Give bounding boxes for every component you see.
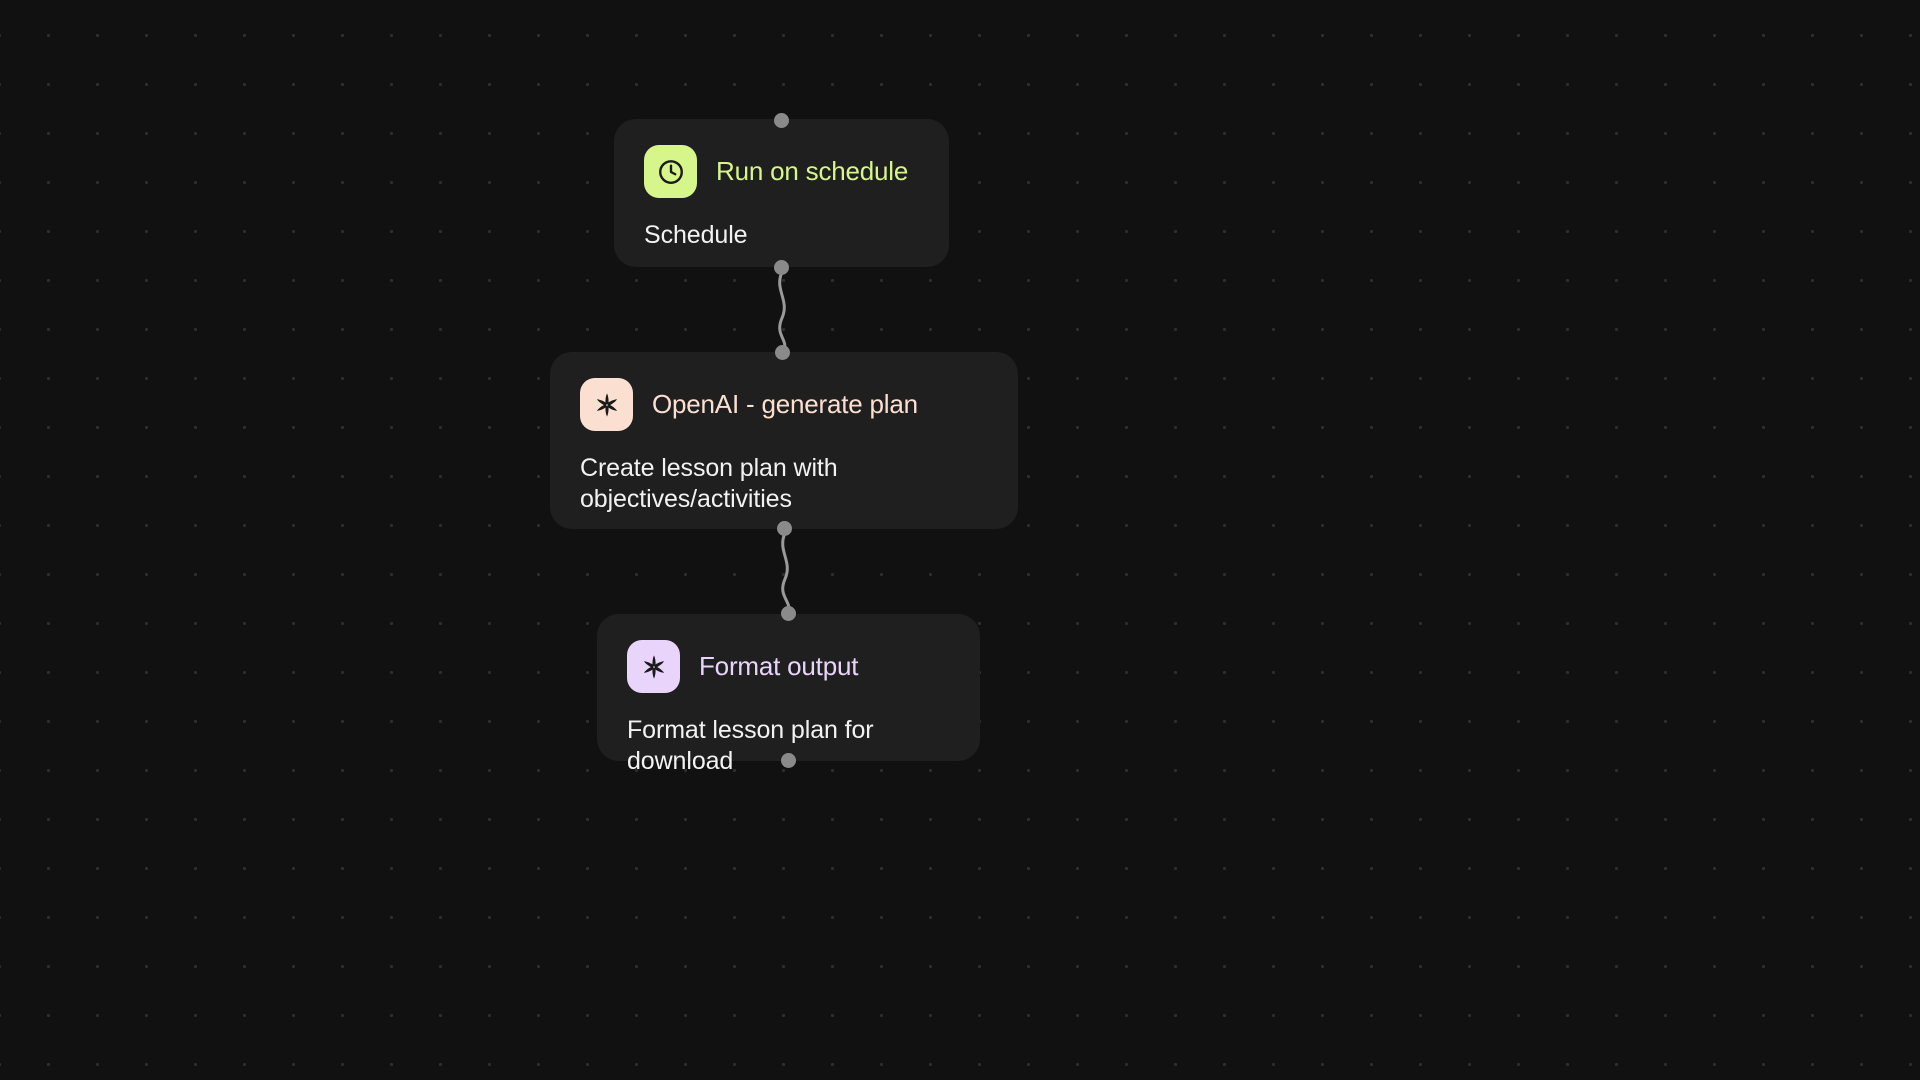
node-title: Format output — [699, 651, 859, 682]
node-format-output[interactable]: Format output Format lesson plan for dow… — [597, 614, 980, 775]
node-description: Format lesson plan for download — [627, 716, 874, 775]
edge-schedule-openai — [778, 270, 787, 354]
handle-openai-output[interactable] — [777, 521, 792, 536]
node-description: Create lesson plan with objectives/activ… — [580, 454, 838, 513]
handle-openai-input[interactable] — [775, 345, 790, 360]
openai-asterisk-icon — [580, 378, 633, 431]
edge-openai-format — [781, 531, 791, 616]
handle-format-input[interactable] — [781, 606, 796, 621]
node-title: OpenAI - generate plan — [652, 389, 918, 420]
node-run-on-schedule[interactable]: Run on schedule Schedule — [614, 119, 949, 267]
node-title: Run on schedule — [716, 156, 909, 187]
node-openai-generate-plan[interactable]: OpenAI - generate plan Create lesson pla… — [550, 352, 1018, 529]
openai-asterisk-icon — [627, 640, 680, 693]
handle-format-output[interactable] — [781, 753, 796, 768]
node-header: Format output — [627, 640, 950, 693]
node-header: OpenAI - generate plan — [580, 378, 988, 431]
handle-schedule-output[interactable] — [774, 260, 789, 275]
node-description: Schedule — [644, 221, 748, 249]
clock-icon — [644, 145, 697, 198]
handle-schedule-input[interactable] — [774, 113, 789, 128]
node-header: Run on schedule — [644, 145, 919, 198]
